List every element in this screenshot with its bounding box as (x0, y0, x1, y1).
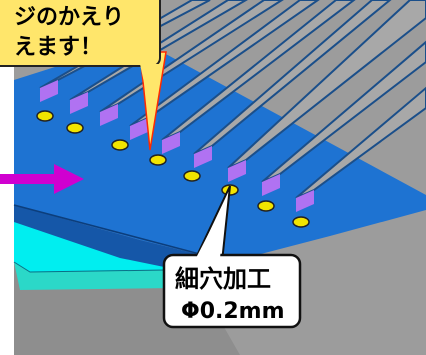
blue-base-plate (14, 40, 426, 262)
callout-top-line2: えます！ (14, 35, 102, 60)
rib-end-faces (40, 80, 314, 212)
cyan-step-outline (13, 261, 166, 273)
callout-top-line1: ジのかえり (14, 5, 124, 30)
callout-bottom-line1: 細穴加工 (175, 265, 271, 293)
plate-edge-line (13, 204, 231, 263)
callout-bottom: 細穴加工 Φ0.2mm (162, 185, 302, 329)
callout-bottom-line2: Φ0.2mm (181, 299, 285, 324)
magenta-arrow (0, 164, 84, 194)
cyan-step-edge (14, 262, 175, 290)
drilled-holes (36, 110, 310, 228)
callout-top: ジのかえり えます！ (0, 0, 167, 151)
